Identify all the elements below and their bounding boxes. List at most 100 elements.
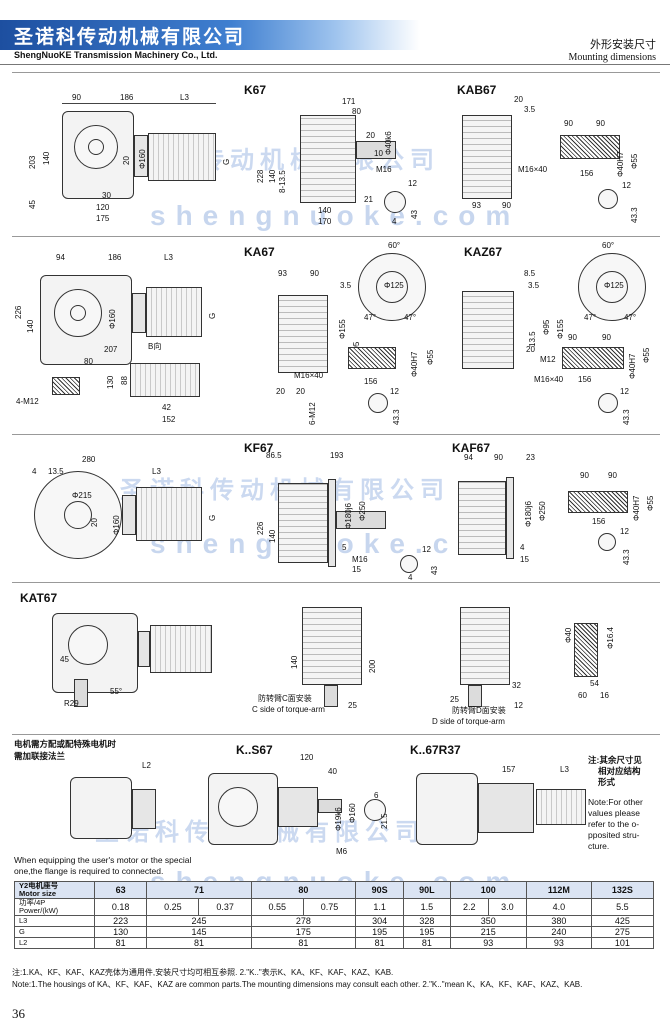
dim-label: 140 <box>42 151 51 165</box>
shaft-key-section <box>598 533 616 551</box>
dim-label: M16 <box>376 165 392 174</box>
dim-label: 43 <box>430 566 439 575</box>
dim-label: Φ160 <box>138 149 147 169</box>
shaft-key-section <box>384 191 406 213</box>
flange-note-en-2: one,the flange is required to connected. <box>14 866 164 876</box>
housing-front-view <box>278 295 328 373</box>
dim-label: 15 <box>352 565 361 574</box>
dim-label: Φ250 <box>538 501 547 521</box>
dim-label: 10 <box>374 149 383 158</box>
dim-label: 140 <box>290 655 299 669</box>
table-cell: 195 <box>355 926 405 938</box>
dim-label: 12 <box>514 701 523 710</box>
table-row: L2 81 81 81 81 81 93 93 101 <box>14 937 655 949</box>
torque-arm <box>74 679 88 707</box>
motor-body <box>130 363 200 397</box>
dim-label: 90 <box>310 269 319 278</box>
dim-label: 156 <box>364 377 378 386</box>
dim-label: 25 <box>450 695 459 704</box>
table-cell: 0.75 <box>302 898 357 916</box>
bolt-detail <box>52 377 80 395</box>
dim-label: Φ40H7 <box>410 351 419 377</box>
dim-label: 90 <box>564 119 573 128</box>
table-cell: 132S <box>590 881 655 899</box>
housing-front-view <box>462 115 512 199</box>
section-title-cn: 外形安装尺寸 <box>590 39 656 51</box>
table-cell: 90S <box>355 881 405 899</box>
dim-label: 43.3 <box>630 207 639 223</box>
dim-label: Φ40H7 <box>632 495 641 521</box>
dim-label: 47° <box>404 313 417 322</box>
dim-label: 226 <box>14 305 23 319</box>
dim-label: 21.5 <box>380 813 389 829</box>
dim-label: 43.3 <box>622 409 631 425</box>
dim-label: 45 <box>28 200 37 209</box>
table-cell: 275 <box>590 926 655 938</box>
shaft-key-section <box>598 393 618 413</box>
kat-c-side-cn: 防转臂C面安装 <box>258 694 312 703</box>
dim-label: 25 <box>348 701 357 710</box>
motor-body <box>536 789 586 825</box>
dim-label: 20 <box>514 95 523 104</box>
model-label-kf67: KF67 <box>244 441 274 455</box>
side-note-en-4: pposited stru- <box>588 830 640 840</box>
dim-label: 20 <box>276 387 285 396</box>
dim-label: 20 <box>526 345 535 354</box>
dim-label: Φ155 <box>338 319 347 339</box>
dim-label: 80 <box>352 107 361 116</box>
table-cell: 90L <box>403 881 451 899</box>
dim-label: L2 <box>142 761 151 770</box>
table-cell: 80 <box>250 881 357 899</box>
gearbox-housing <box>70 777 132 839</box>
dim-label: 140 <box>318 206 332 215</box>
dim-label: 90 <box>502 201 511 210</box>
motor-body <box>150 625 212 673</box>
dim-label: 90 <box>608 471 617 480</box>
dim-label: 47° <box>584 313 597 322</box>
dim-label: 4 <box>520 543 525 552</box>
table-cell: 0.25 <box>146 898 200 916</box>
table-cell: 4.0 <box>525 898 592 916</box>
dim-label: 90 <box>568 333 577 342</box>
model-label-kaz67: KAZ67 <box>464 245 503 259</box>
table-cell: 130 <box>93 926 148 938</box>
housing-front-view <box>462 291 514 369</box>
dim-label: 90 <box>602 333 611 342</box>
table-header-cell: L3 <box>14 915 95 927</box>
side-note-en-3: refer to the o- <box>588 819 640 829</box>
output-flange-plate <box>506 477 514 559</box>
section-kat67: KAT67 45 R29 55° 140 200 25 防转臂C面安装 C si… <box>12 582 660 732</box>
model-label-kab67: KAB67 <box>457 83 497 97</box>
model-label-ks67: K..S67 <box>236 743 273 757</box>
dim-label: 5 <box>342 543 347 552</box>
brand-name-cn: 圣诺科传动机械有限公司 <box>14 27 246 48</box>
brand-name-en: ShengNuoKE Transmission Machinery Co., L… <box>14 50 218 60</box>
dim-label: 170 <box>318 217 332 226</box>
footnote-en: Note:1.The housings of KA、KF、KAF、KAZ are… <box>12 980 583 989</box>
dim-label: Φ250 <box>358 501 367 521</box>
housing-front-view <box>460 607 510 685</box>
dim-label: 157 <box>502 765 516 774</box>
model-label-kaf67: KAF67 <box>452 441 491 455</box>
motor-adapter <box>134 135 148 177</box>
section-title-en: Mounting dimensions <box>568 52 656 63</box>
table-cell: 112M <box>525 881 592 899</box>
side-note-en-2: values please <box>588 808 640 818</box>
dim-label: Φ125 <box>384 281 404 290</box>
flange-note-cn-1: 电机需方配或配特殊电机时 <box>14 739 117 749</box>
dim-label: 12 <box>422 545 431 554</box>
motor-body <box>148 133 216 181</box>
kat-d-side-cn: 防转臂D面安装 <box>452 706 506 715</box>
torque-arm <box>468 685 482 707</box>
shaft-key-section <box>364 799 386 821</box>
table-cell: 81 <box>403 937 451 949</box>
dim-label: 140 <box>268 529 277 543</box>
dimension-line <box>62 103 216 104</box>
table-header-cell: G <box>14 926 95 938</box>
dim-label: 60° <box>602 241 615 250</box>
dim-label: 45 <box>60 655 69 664</box>
dim-label: 93 <box>472 201 481 210</box>
dim-label: 156 <box>578 375 592 384</box>
dim-label: Φ55 <box>426 349 435 365</box>
